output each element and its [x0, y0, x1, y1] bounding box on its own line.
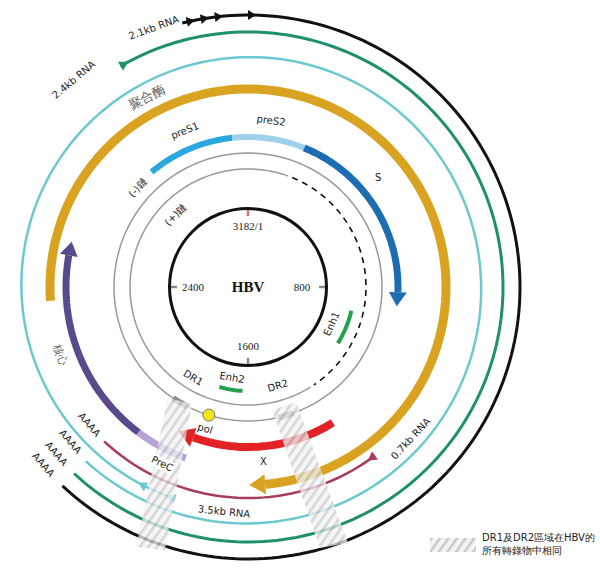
polymerase-label: pol	[195, 420, 215, 437]
position-number: 800	[293, 281, 312, 293]
gene-label: preS1	[168, 120, 201, 143]
transcript-start	[118, 62, 128, 71]
rna-2-4kb	[74, 32, 503, 542]
arrowhead	[389, 292, 407, 306]
gene-label: X	[259, 456, 268, 468]
position-number: 2400	[181, 281, 205, 293]
dr-band	[272, 402, 348, 548]
pres1-orf	[152, 138, 233, 172]
hatch-fill	[430, 538, 476, 552]
position-number: 3182/1	[232, 220, 265, 232]
minus-strand	[114, 153, 382, 421]
strand-label: (+)鏈	[162, 201, 190, 229]
transcript-start	[214, 12, 223, 22]
transcript-start	[138, 483, 148, 492]
transcript-start	[186, 17, 195, 27]
transcript-start	[248, 10, 256, 20]
core-orf	[66, 255, 138, 432]
arrowhead	[60, 242, 78, 257]
transcript-label: 2.1kb RNA	[126, 13, 181, 43]
node-text: HBV	[232, 279, 265, 296]
legend-swatch	[430, 537, 476, 551]
plus-strand	[130, 169, 311, 405]
legend-text: DR1及DR2區域在HBV的 所有轉錄物中相同	[482, 531, 596, 557]
dr-band	[136, 398, 192, 550]
position-number: 1600	[236, 340, 260, 352]
rna-3-5kb	[21, 57, 481, 523]
enhancer-label: Enh1	[321, 309, 343, 339]
s-orf	[304, 148, 398, 292]
enhancer-label: Enh2	[218, 369, 247, 386]
arrowhead	[249, 474, 266, 494]
genome-ring	[170, 209, 327, 366]
polymerase-orf	[50, 89, 446, 484]
hatch-sample	[430, 538, 476, 552]
gene-label: 核心	[50, 342, 70, 369]
gene-label: preS2	[255, 113, 287, 129]
repeat-label: DR2	[266, 377, 292, 395]
pres2-orf	[232, 137, 304, 148]
transcript-label: 2.4kb RNA	[50, 58, 99, 102]
polymerase-dot	[203, 409, 215, 421]
enhancer-bar	[219, 387, 242, 391]
gene-label: S	[374, 172, 382, 184]
transcript-start	[368, 452, 378, 461]
plus-strand-gap	[292, 178, 366, 385]
strand-label: (-)鏈	[126, 175, 151, 200]
transcript-label: 3.5kb RNA	[197, 503, 252, 521]
transcript-start	[200, 14, 209, 24]
